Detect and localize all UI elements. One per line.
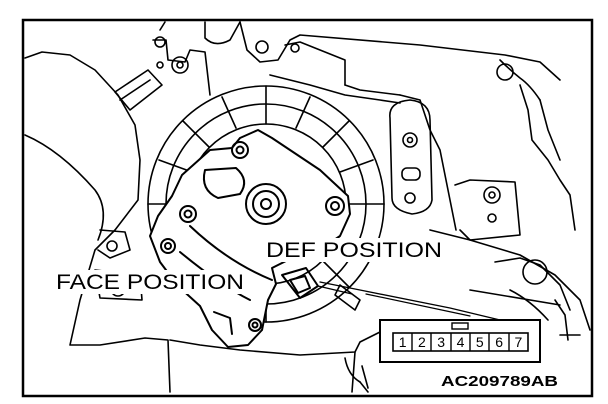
connector-terminal-2: 2: [418, 334, 426, 350]
connector-terminal-1: 1: [399, 334, 407, 350]
right-side-parts: [334, 179, 591, 341]
figure-frame: [21, 18, 594, 398]
figure-id: AC209789AB: [441, 373, 558, 390]
connector-terminal-5: 5: [476, 334, 484, 350]
housing-outline: [24, 21, 241, 393]
connector-terminal-3: 3: [437, 334, 445, 350]
connector-terminal-7: 7: [515, 334, 523, 350]
connector-terminal-4: 4: [457, 334, 465, 350]
mounting-bracket: [389, 99, 433, 215]
def-position-label: DEF POSITION: [266, 239, 442, 262]
upper-duct-outline: [239, 21, 576, 231]
connector-terminal-6: 6: [495, 334, 503, 350]
face-position-label: FACE POSITION: [56, 271, 244, 294]
harness-connector-pointer: [317, 281, 501, 321]
